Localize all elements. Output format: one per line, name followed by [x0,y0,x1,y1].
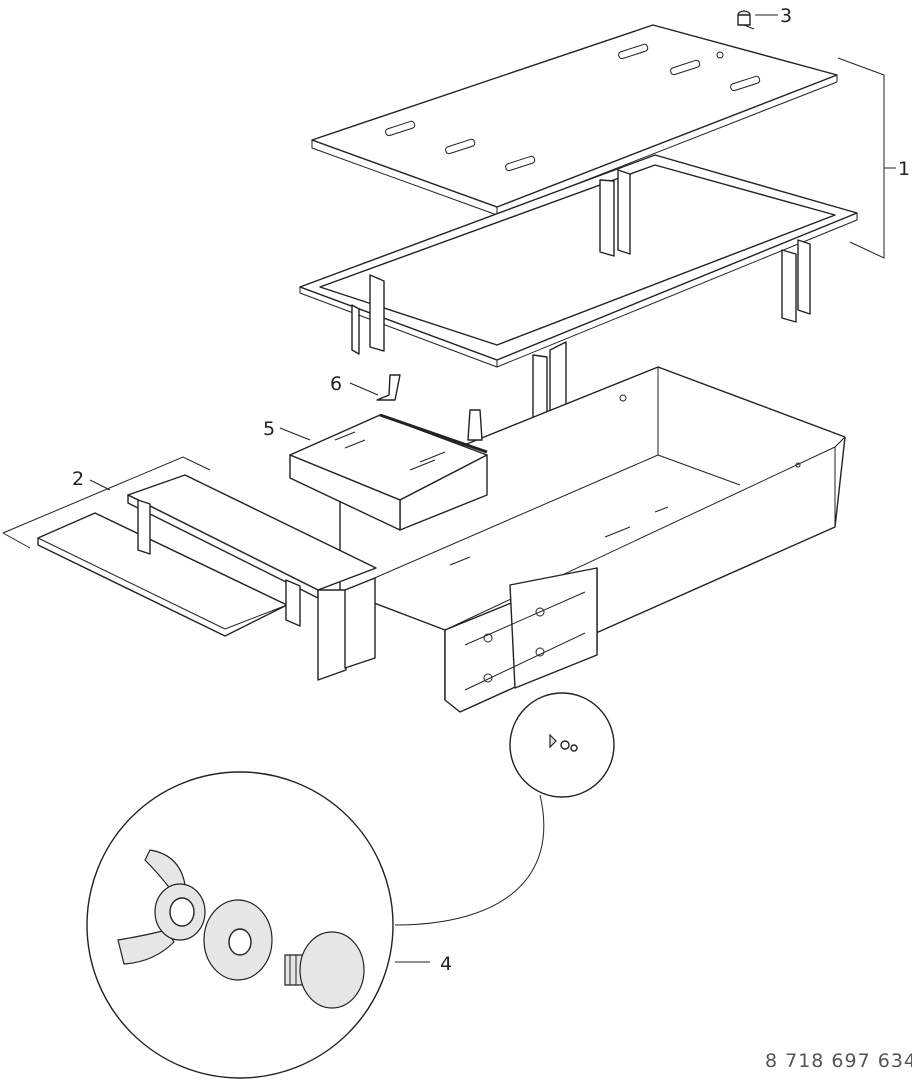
extension-table [37,474,377,681]
callout-5: 5 [263,418,275,440]
base-tray [339,366,846,713]
tray-bracket [289,413,488,531]
lock-icon [737,10,755,30]
frame [299,154,858,430]
support-clip [376,374,483,441]
callout-2: 2 [72,468,84,490]
callout-4: 4 [440,953,452,975]
bolt-icon [284,931,365,1009]
callout-6: 6 [330,373,342,395]
fastener-small-icon [549,733,578,752]
callout-3: 3 [780,5,792,27]
document-number: 8 718 697 634 [765,1050,912,1072]
callout-1: 1 [898,158,910,180]
callout-bracket-1 [837,57,885,259]
wing-nut-icon [117,849,206,965]
callout-bracket-2 [2,456,211,534]
washer-icon [203,899,273,981]
